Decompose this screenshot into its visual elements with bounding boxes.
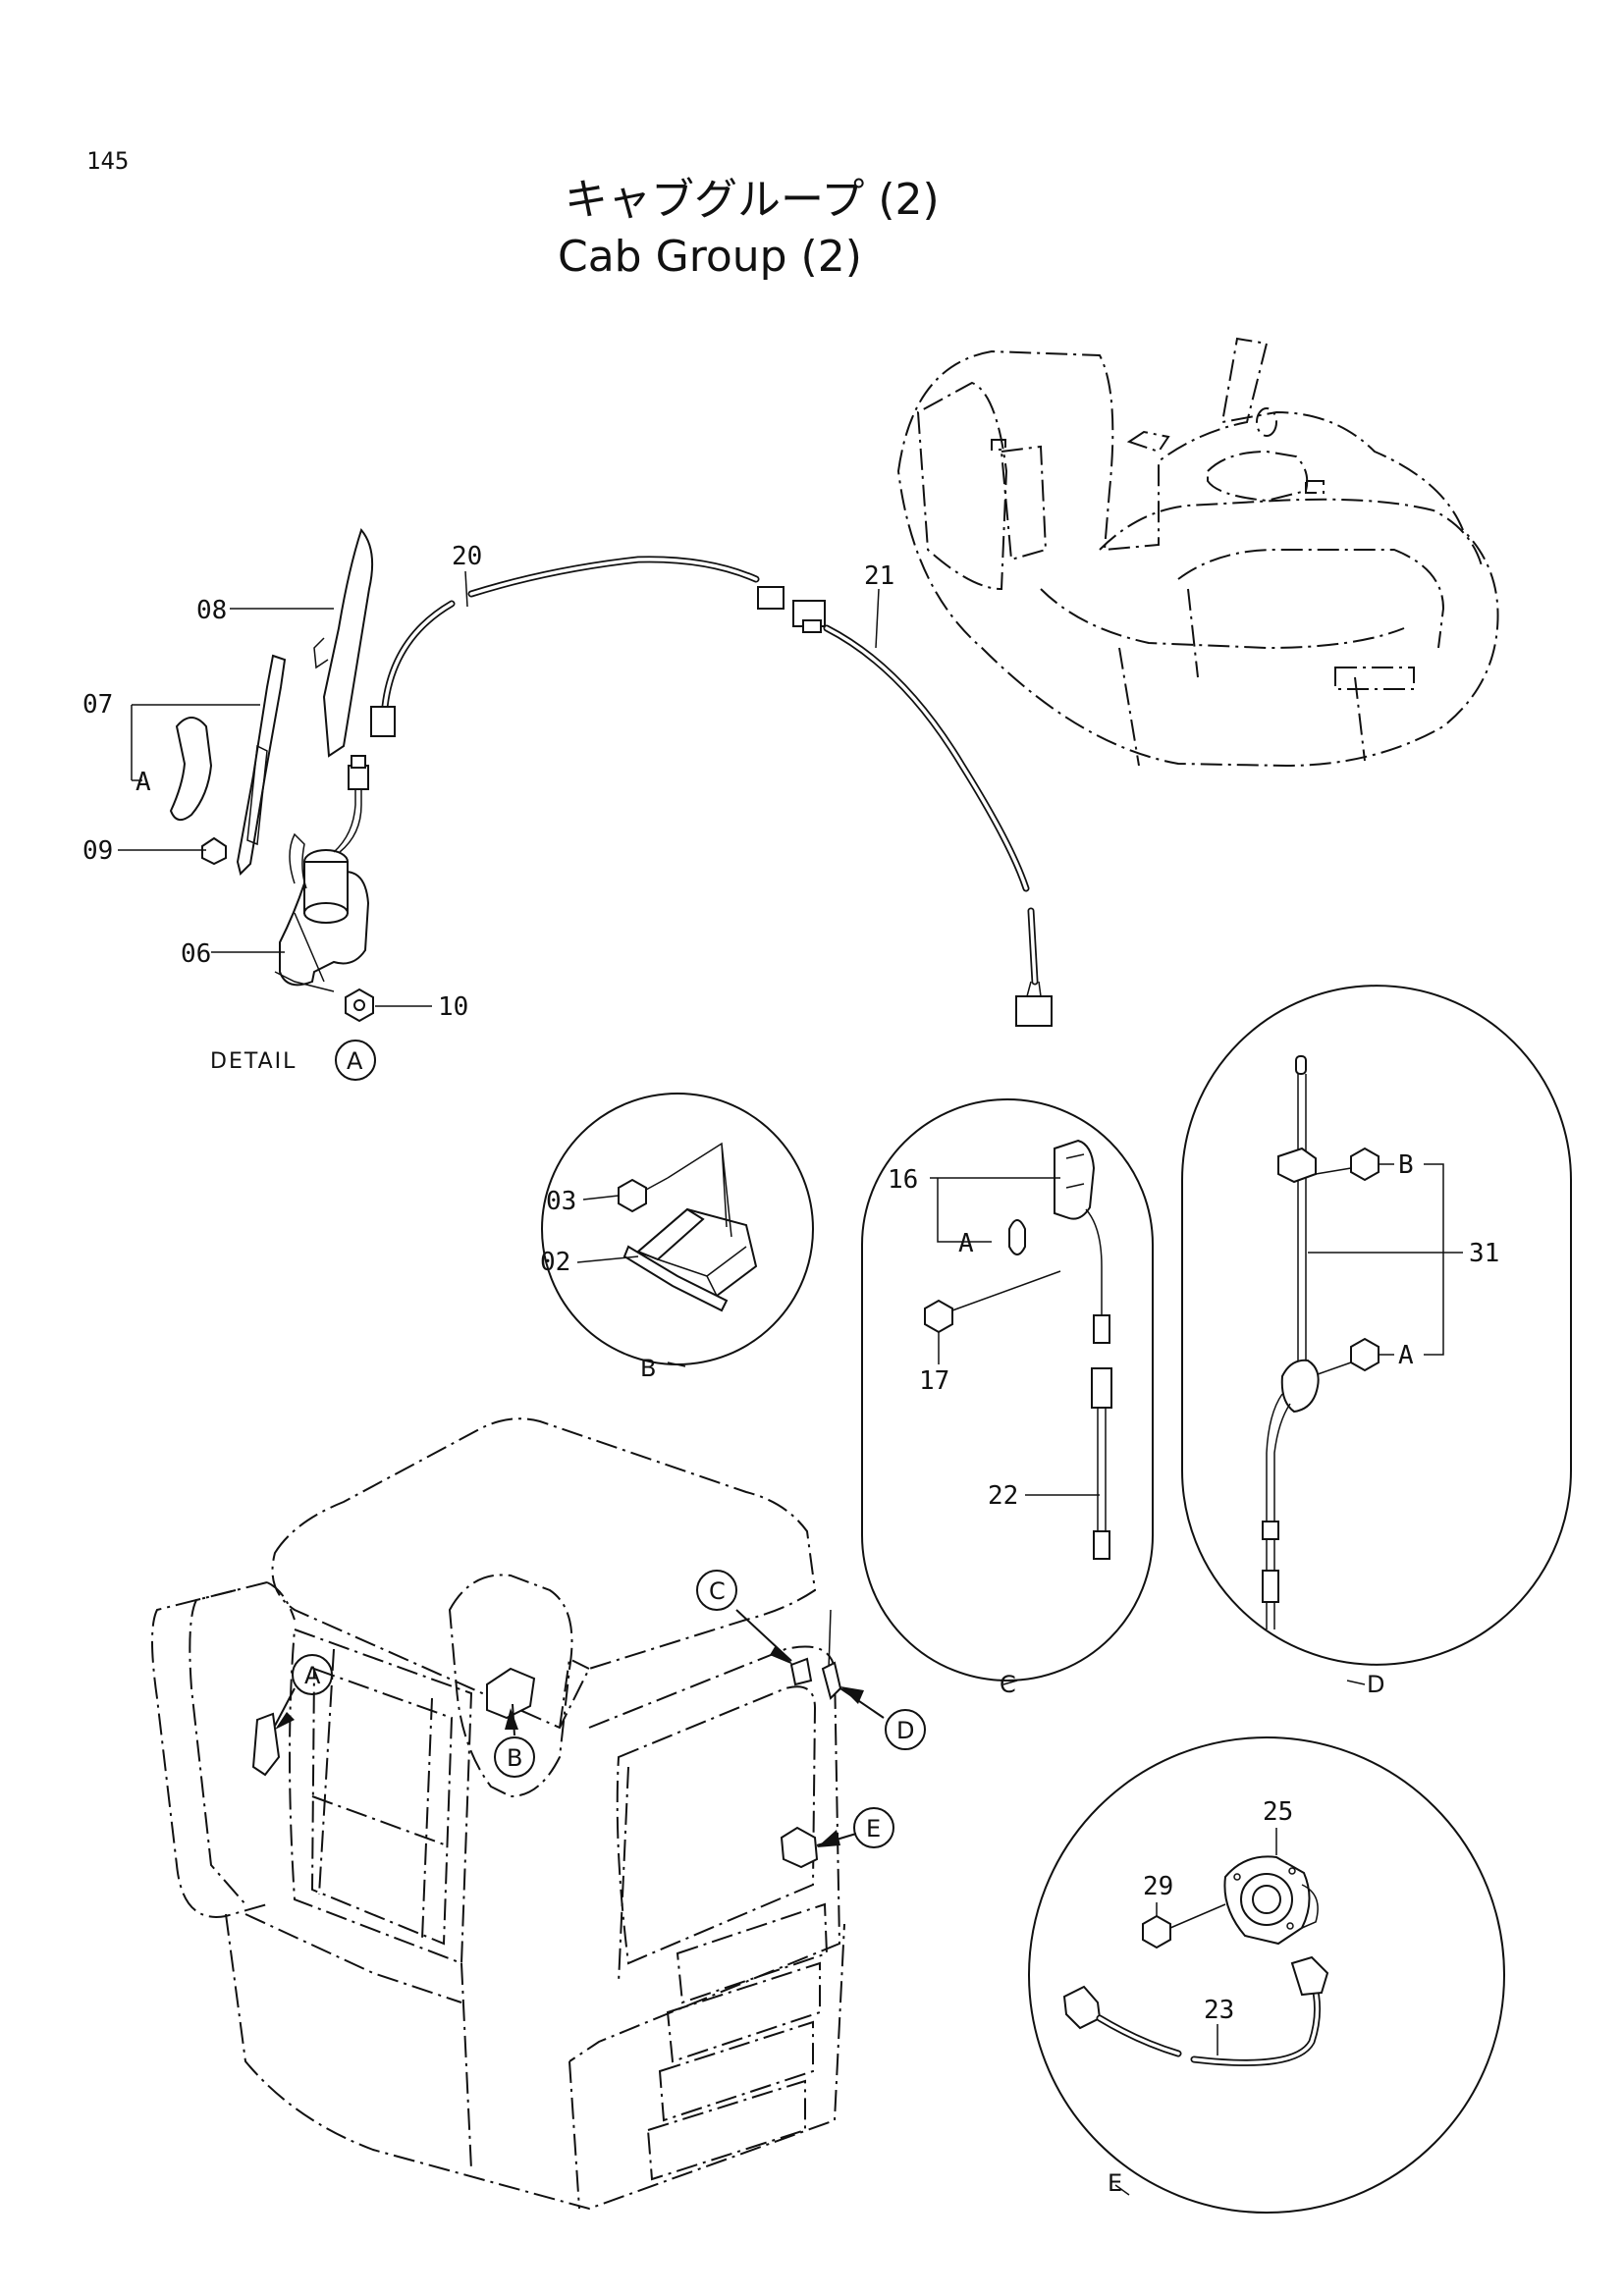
wiper-blade-part-08	[322, 527, 374, 758]
label-20: 20	[452, 542, 482, 571]
cab-room-lamp-c	[789, 1657, 813, 1686]
harness-22-connector	[1093, 1530, 1110, 1560]
label-16-sub-a: A	[958, 1229, 974, 1258]
harness-23-connector-b	[1290, 1955, 1329, 1997]
antenna-bolt-a	[1350, 1337, 1380, 1372]
arm-cover-bracket	[169, 717, 213, 822]
label-03: 03	[546, 1187, 576, 1216]
detail-b-circle	[541, 1093, 814, 1367]
cab-callout-d-circle	[885, 1709, 926, 1750]
cab-callout-d: D	[896, 1717, 914, 1744]
cab-illustration	[151, 1417, 926, 2211]
detail-a-circle-marker	[335, 1040, 376, 1081]
detail-label: DETAIL	[210, 1049, 297, 1074]
cab-lamp-b	[486, 1667, 536, 1720]
detail-c-capsule	[861, 1098, 1154, 1685]
harness-21-connector-b	[1015, 995, 1053, 1027]
label-07: 07	[82, 690, 113, 720]
label-16: 16	[888, 1165, 918, 1195]
detail-c-letter: C	[1000, 1671, 1016, 1698]
screw-part-03	[618, 1178, 647, 1213]
antenna-base	[1280, 1359, 1320, 1414]
harness-20-connector-b	[757, 586, 784, 610]
detail-d-letter: D	[1367, 1671, 1384, 1698]
cab-callout-a-circle	[292, 1654, 333, 1695]
wiper-arm-part-07	[236, 654, 287, 876]
cab-callout-e-circle	[853, 1807, 894, 1848]
label-31-sub-b: B	[1398, 1150, 1414, 1180]
label-07-sub-a: A	[135, 768, 151, 797]
excavator-illustration	[896, 337, 1499, 768]
title-english: Cab Group (2)	[558, 232, 862, 282]
label-25: 25	[1263, 1797, 1293, 1827]
antenna-upper-bracket	[1277, 1147, 1317, 1184]
antenna-connector	[1262, 1570, 1279, 1603]
detail-d-capsule	[1181, 985, 1572, 1685]
detail-e-letter: E	[1108, 2169, 1122, 2197]
cab-callout-b-circle	[494, 1736, 535, 1778]
room-lamp-part-16	[1054, 1139, 1096, 1220]
label-17: 17	[919, 1366, 949, 1396]
screw-part-17	[924, 1299, 953, 1334]
cab-callout-e: E	[866, 1815, 881, 1842]
label-31-sub-a: A	[1398, 1341, 1414, 1370]
detail-e-circle	[1028, 1736, 1505, 2214]
bolt-part-10	[345, 988, 374, 1023]
cab-callout-c-circle	[696, 1570, 737, 1611]
cab-callout-c: C	[709, 1577, 726, 1605]
cab-antenna-d	[821, 1661, 842, 1700]
label-06: 06	[181, 939, 211, 969]
speaker-part-25	[1223, 1855, 1311, 1946]
label-29: 29	[1143, 1872, 1173, 1901]
label-02: 02	[540, 1248, 570, 1277]
harness-20-connector-a	[370, 706, 396, 737]
nut-part-09	[201, 836, 227, 866]
wire-harnesses	[370, 556, 1053, 1027]
detail-a-wiper-assembly	[118, 527, 432, 1081]
title-japanese: キャブグループ (2)	[565, 175, 940, 225]
screw-part-29	[1142, 1914, 1171, 1949]
lamp-bulb-sub-a	[1008, 1219, 1026, 1255]
detail-a-letter: A	[347, 1047, 363, 1075]
cab-speaker-e	[780, 1826, 819, 1869]
page-number: 145	[86, 147, 129, 175]
cab-callout-b: B	[507, 1744, 522, 1772]
harness-23-connector-a	[1062, 1985, 1102, 2030]
label-21: 21	[864, 561, 894, 591]
cab-wiper-motor-a	[251, 1712, 281, 1777]
antenna-bolt-b	[1350, 1147, 1380, 1182]
detail-b-letter: B	[640, 1355, 656, 1382]
label-22: 22	[988, 1481, 1018, 1511]
label-09: 09	[82, 836, 113, 866]
label-23: 23	[1204, 1996, 1234, 2025]
label-31: 31	[1469, 1239, 1499, 1268]
label-10: 10	[438, 992, 468, 1022]
cab-callout-a: A	[304, 1662, 321, 1689]
label-08: 08	[196, 596, 227, 625]
